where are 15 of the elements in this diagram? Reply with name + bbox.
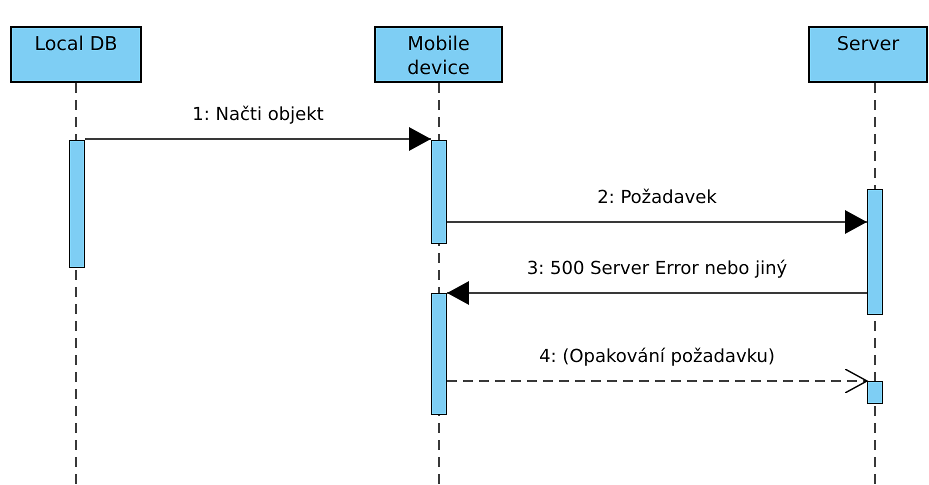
activation-bar [69, 140, 85, 268]
message-arrow [85, 127, 431, 151]
participant-name: Local DB [34, 32, 118, 56]
lifeline-head [10, 26, 142, 83]
activation-bar [867, 189, 883, 315]
message-arrow [447, 210, 867, 234]
activation-bar [867, 381, 883, 404]
participant-name: Mobile device [406, 32, 471, 80]
activation-bar [431, 140, 447, 244]
lifeline-head [808, 26, 928, 83]
message-arrow [447, 368, 868, 394]
lifeline-head [374, 26, 503, 83]
activation-bar [431, 293, 447, 415]
participant-name: Server [836, 32, 900, 56]
message-arrow [447, 281, 867, 305]
